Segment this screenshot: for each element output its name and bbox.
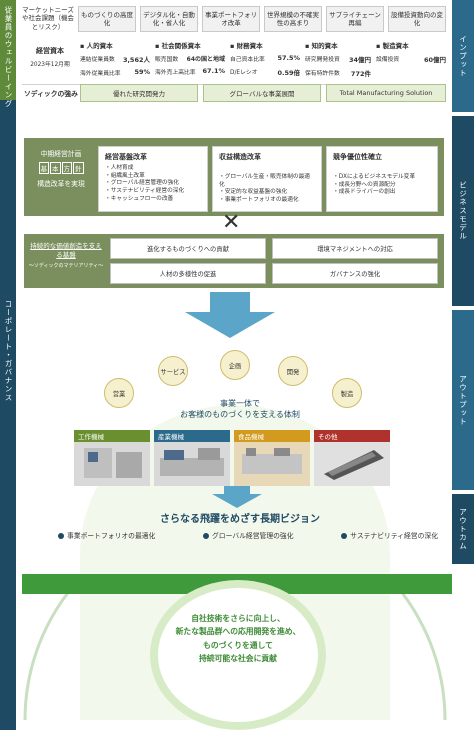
product-name: 産業機械 (154, 430, 230, 442)
cross-icon: ✕ (222, 210, 241, 235)
plan-char: 針 (73, 162, 84, 174)
food-machine-image (242, 448, 302, 474)
goal-text: 自社技術をさらに向上し、 新たな製品群への応用開発を進め、 ものづくりを通して … (150, 612, 326, 665)
machine-tool-image (84, 448, 142, 478)
down-arrow-small-icon (212, 486, 262, 508)
plan-line3: 構造改革を実現 (37, 180, 85, 188)
issue-chip: ものづくりの高度化 (78, 6, 136, 32)
capital-group-title: ▪ 財務資本 (230, 42, 263, 50)
goal-line: 新たな製品群への応用開発を進め、 (175, 627, 301, 637)
output-label: アウトプット (458, 374, 468, 426)
strength-item: グローバルな事業展開 (203, 84, 321, 102)
plan-char: 方 (61, 162, 72, 174)
materiality-item: 環境マネジメントへの対応 (272, 238, 438, 259)
unified-line2: お客様のものづくりを支える体制 (180, 410, 300, 419)
wellbeing-label: 従業員のウェルビーイング (4, 6, 13, 108)
materiality-subtitle: ～ソディックのマテリアリティ～ (28, 263, 104, 270)
business-model-band: ビジネスモデル (452, 116, 474, 306)
product-tile: 産業機械 (154, 430, 230, 486)
left-sidebar: 従業員のウェルビーイング コーポレート・ガバナンス (0, 0, 16, 730)
vision-item: 事業ポートフォリオの最適化 (58, 530, 155, 540)
issue-chip: デジタル化・自動化・省人化 (140, 6, 198, 32)
plan-char: 基 (38, 162, 49, 174)
vision-items: 事業ポートフォリオの最適化 グローバル経営管理の強化 サステナビリティ経営の深化 (58, 530, 438, 540)
outcome-label: アウトカム (458, 507, 468, 551)
capital-group-title: ▪ 製造資本 (376, 42, 409, 50)
goal-line: 持続可能な社会に貢献 (199, 653, 277, 663)
function-circle: サービス (158, 356, 188, 386)
materiality-item: ガバナンスの強化 (272, 263, 438, 284)
capital-group-title: ▪ 社会関係資本 (155, 42, 201, 50)
issue-chip: サプライチェーン再編 (326, 6, 384, 32)
business-model-label: ビジネスモデル (458, 181, 468, 241)
issues-label: マーケットニーズや社会課題（機会とリスク） (22, 6, 74, 31)
plan-line1: 中期経営計画 (40, 150, 82, 158)
output-band: アウトプット (452, 310, 474, 490)
product-tile: その他 (314, 430, 390, 486)
vision-item: サステナビリティ経営の深化 (341, 530, 438, 540)
plan-panel: 収益構造改革 ・グローバル生産・販売体制の最適化 ・安定的な収益基盤の強化 ・事… (212, 146, 322, 212)
materiality-label: 持続的な価値創造を支える基盤 ～ソディックのマテリアリティ～ (28, 242, 104, 269)
down-arrow-icon (185, 292, 275, 338)
capital-date: 2023年12月期 (30, 62, 70, 68)
governance-label: コーポレート・ガバナンス (4, 300, 13, 402)
materiality-item: 進化するものづくりへの貢献 (110, 238, 266, 259)
panel-title: 収益構造改革 (219, 153, 261, 161)
plan-panel: 経営基盤改革 ・人材育成 ・組織風土改革 ・グローバル経営管理の強化 ・サステナ… (98, 146, 208, 212)
vision-title: さらなる飛躍をめざす長期ビジョン (160, 514, 320, 525)
unified-system: 事業一体で お客様のものづくりを支える体制 (120, 398, 360, 420)
input-label: インプット (458, 34, 468, 78)
issue-chip: 事業ポートフォリオ改革 (202, 6, 260, 32)
strength-item: Total Manufacturing Solution (326, 84, 446, 102)
goal-line: ものづくりを通して (203, 640, 273, 650)
strength-item: 優れた研究開発力 (80, 84, 198, 102)
panel-title: 経営基盤改革 (105, 153, 147, 161)
plan-label: 中期経営計画 基 本 方 針 構造改革を実現 (28, 148, 94, 188)
industrial-machine-image (160, 448, 224, 476)
wellbeing-band (0, 0, 16, 100)
product-name: その他 (314, 430, 390, 442)
product-tile: 食品機械 (234, 430, 310, 486)
capital-group-title: ▪ 知的資本 (305, 42, 338, 50)
outcome-band: アウトカム (452, 494, 474, 564)
function-circle: 企画 (220, 350, 250, 380)
product-name: 工作機械 (74, 430, 150, 442)
function-circle: 営業 (104, 378, 134, 408)
capital-label-block: 経営資本 2023年12月期 (22, 46, 78, 68)
input-band: インプット (452, 0, 474, 112)
other-product-image (324, 450, 384, 480)
strengths-label: ソディックの強み (24, 90, 78, 98)
product-tile: 工作機械 (74, 430, 150, 486)
panel-title: 競争優位性確立 (333, 153, 382, 161)
plan-char: 本 (50, 162, 61, 174)
function-circle: 開発 (278, 356, 308, 386)
function-circle: 製造 (332, 378, 362, 408)
issue-chip: 設備投資動向の変化 (388, 6, 446, 32)
plan-panel: 競争優位性確立 ・DXによるビジネスモデル変革 ・成長分野への資源配分 ・成長ド… (326, 146, 438, 212)
vision-item: グローバル経営管理の強化 (203, 530, 294, 540)
materiality-title: 持続的な価値創造を支える基盤 (30, 242, 102, 260)
issue-chip: 世界規模の不確実性の高まり (264, 6, 322, 32)
product-name: 食品機械 (234, 430, 310, 442)
plan-basic-policy: 基 本 方 針 (28, 162, 94, 174)
capital-group-title: ▪ 人的資本 (80, 42, 113, 50)
goal-line: 自社技術をさらに向上し、 (191, 614, 285, 623)
capital-label: 経営資本 (36, 47, 64, 55)
goal-circle (150, 580, 326, 730)
unified-line1: 事業一体で (220, 399, 260, 408)
materiality-item: 人材の多様性の促進 (110, 263, 266, 284)
